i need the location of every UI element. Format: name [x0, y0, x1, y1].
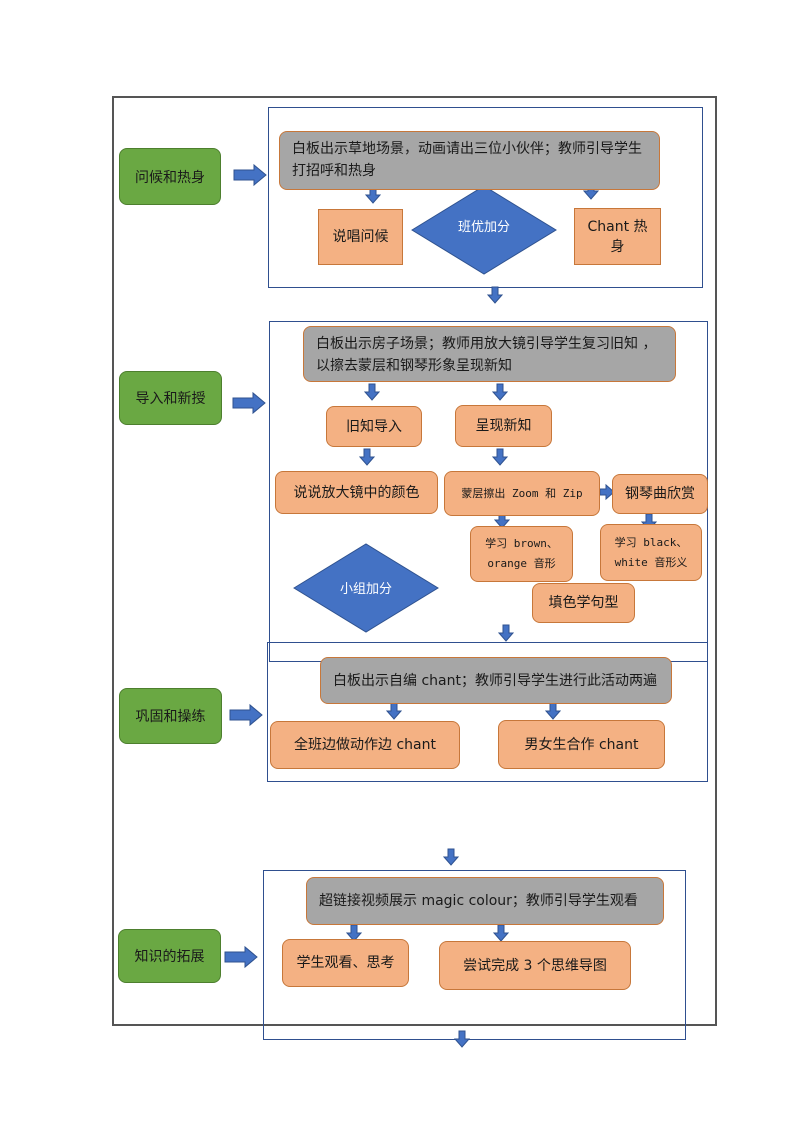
section3-boys-girls-chant: 男女生合作 chant	[498, 720, 665, 769]
arrow-down-icon	[492, 383, 508, 401]
section2-learn-brown-orange: 学习 brown、orange 音形	[470, 526, 573, 582]
section1-chant-warmup: Chant 热身	[574, 208, 661, 265]
section4-watch-think: 学生观看、思考	[282, 939, 409, 987]
section4-mind-maps: 尝试完成 3 个思维导图	[439, 941, 631, 990]
section2-main-box: 白板出示房子场景；教师用放大镜引导学生复习旧知 ，以擦去蒙层和钢琴形象呈现新知	[303, 326, 676, 382]
diamond-class-bonus	[411, 185, 557, 275]
stage-label-extension: 知识的拓展	[118, 929, 221, 983]
section-1-box	[268, 107, 703, 288]
section3-main-box: 白板出示自编 chant；教师引导学生进行此活动两遍	[320, 657, 672, 704]
section2-learn-black-white: 学习 black、white 音形义	[600, 524, 702, 581]
stage-label-greeting: 问候和热身	[119, 148, 221, 205]
arrow-down-icon	[364, 383, 380, 401]
arrow-down-icon	[492, 448, 508, 466]
section-3-box	[267, 642, 708, 782]
arrow-right-icon	[229, 704, 263, 726]
arrow-down-icon	[498, 624, 514, 642]
section1-diamond-label: 班优加分	[457, 219, 510, 235]
arrow-right-icon	[232, 392, 266, 414]
section2-new-knowledge: 呈现新知	[455, 405, 552, 447]
section2-old-knowledge: 旧知导入	[326, 406, 422, 447]
arrow-down-icon	[487, 286, 503, 304]
arrow-down-icon	[493, 924, 509, 942]
arrow-down-icon	[386, 702, 402, 720]
arrow-right-small-icon	[599, 483, 615, 501]
section4-main-box: 超链接视频展示 magic colour；教师引导学生观看	[306, 877, 664, 925]
outer-frame	[112, 96, 717, 1026]
section2-fill-sentence: 填色学句型	[532, 583, 635, 623]
section3-whole-class-chant: 全班边做动作边 chant	[270, 721, 460, 769]
arrow-down-icon	[359, 448, 375, 466]
section2-piano-music: 钢琴曲欣赏	[612, 474, 708, 514]
section1-rap-greeting: 说唱问候	[318, 209, 403, 265]
section2-magnifier-colors: 说说放大镜中的颜色	[275, 471, 438, 514]
arrow-down-icon	[443, 848, 459, 866]
arrow-down-icon	[454, 1030, 470, 1048]
section-4-box	[263, 870, 686, 1040]
section2-diamond-label: 小组加分	[339, 581, 392, 597]
arrow-down-icon	[545, 702, 561, 720]
arrow-right-icon	[233, 164, 267, 186]
section2-zoom-zip: 蒙层擦出 Zoom 和 Zip	[444, 471, 600, 516]
section1-main-box: 白板出示草地场景，动画请出三位小伙伴；教师引导学生打招呼和热身	[279, 131, 660, 190]
arrow-right-icon	[224, 946, 258, 968]
diamond-group-bonus	[293, 543, 439, 633]
stage-label-intro: 导入和新授	[119, 371, 222, 425]
stage-label-practice: 巩固和操练	[119, 688, 222, 744]
